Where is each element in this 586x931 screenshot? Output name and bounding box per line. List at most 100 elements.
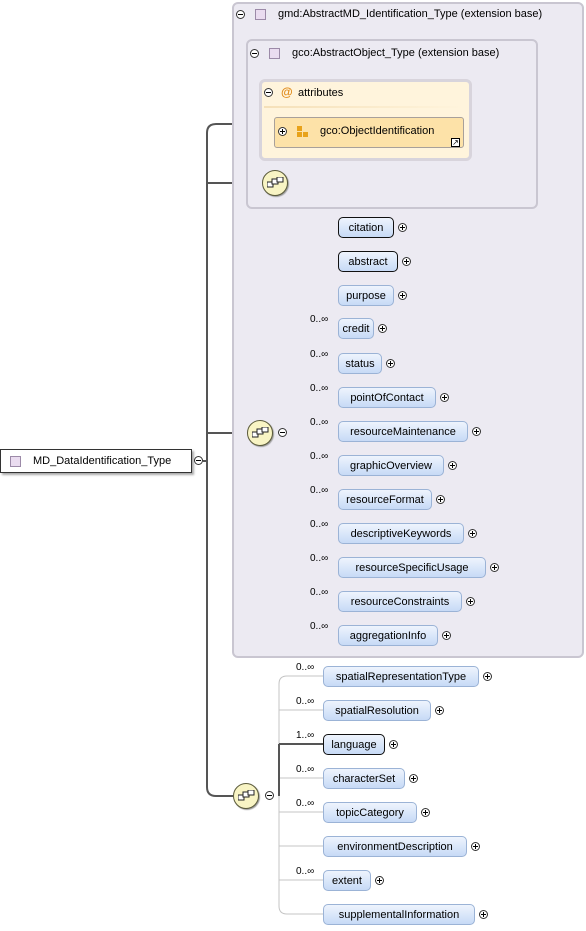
sequence-icon	[238, 790, 255, 801]
complex-type-icon	[269, 48, 280, 59]
expand-toggle-abstract[interactable]	[402, 257, 411, 266]
expand-toggle-credit[interactable]	[378, 324, 387, 333]
complex-type-icon	[255, 9, 266, 20]
element-label: graphicOverview	[350, 459, 432, 472]
element-spatialResolution[interactable]: spatialResolution	[323, 700, 431, 721]
attribute-at-icon: @	[281, 85, 293, 99]
collapse-toggle-attributes[interactable]	[264, 88, 273, 97]
element-label: spatialResolution	[335, 704, 419, 717]
element-descriptiveKeywords[interactable]: descriptiveKeywords	[338, 523, 464, 544]
expand-toggle-spatialResolution[interactable]	[435, 706, 444, 715]
element-label: resourceFormat	[346, 493, 424, 506]
element-resourceMaintenance[interactable]: resourceMaintenance	[338, 421, 468, 442]
sequence-compositor-identification[interactable]	[247, 420, 273, 446]
element-label: topicCategory	[336, 806, 404, 819]
element-label: status	[345, 357, 375, 370]
element-citation[interactable]: citation	[338, 217, 394, 238]
element-characterSet[interactable]: characterSet	[323, 768, 405, 789]
expand-toggle-characterSet[interactable]	[409, 774, 418, 783]
element-purpose[interactable]: purpose	[338, 285, 394, 306]
element-resourceConstraints[interactable]: resourceConstraints	[338, 591, 462, 612]
expand-toggle-purpose[interactable]	[398, 291, 407, 300]
collapse-toggle-object[interactable]	[250, 49, 259, 58]
attribute-item-label: gco:ObjectIdentification	[320, 125, 435, 137]
element-topicCategory[interactable]: topicCategory	[323, 802, 417, 823]
element-pointOfContact[interactable]: pointOfContact	[338, 387, 436, 408]
expand-toggle-aggregationInfo[interactable]	[442, 631, 451, 640]
attribute-object-identification[interactable]	[274, 117, 464, 148]
element-label: resourceConstraints	[350, 595, 450, 608]
element-label: aggregationInfo	[349, 629, 427, 642]
element-supplementalInformation[interactable]: supplementalInformation	[323, 904, 475, 925]
occurrence-label: 0..∞	[296, 662, 315, 673]
element-label: resourceSpecificUsage	[355, 561, 469, 574]
element-environmentDescription[interactable]: environmentDescription	[323, 836, 467, 857]
root-element[interactable]: MD_DataIdentification_Type	[0, 449, 192, 473]
extension-title-identification: gmd:AbstractMD_Identification_Type (exte…	[278, 8, 543, 20]
occurrence-label: 1..∞	[296, 730, 315, 741]
occurrence-label: 0..∞	[296, 798, 315, 809]
expand-toggle-resourceConstraints[interactable]	[466, 597, 475, 606]
element-language[interactable]: language	[323, 734, 385, 755]
element-aggregationInfo[interactable]: aggregationInfo	[338, 625, 438, 646]
element-label: resourceMaintenance	[350, 425, 456, 438]
element-extent[interactable]: extent	[323, 870, 371, 891]
element-label: language	[331, 738, 377, 751]
expand-toggle-language[interactable]	[389, 740, 398, 749]
occurrence-label: 0..∞	[310, 485, 329, 496]
element-label: supplementalInformation	[338, 908, 460, 921]
expand-toggle-resourceMaintenance[interactable]	[472, 427, 481, 436]
expand-toggle-topicCategory[interactable]	[421, 808, 430, 817]
collapse-toggle-sequence-data[interactable]	[265, 791, 274, 800]
expand-toggle-graphicOverview[interactable]	[448, 461, 457, 470]
element-status[interactable]: status	[338, 353, 382, 374]
element-label: pointOfContact	[350, 391, 424, 404]
element-spatialRepresentationType[interactable]: spatialRepresentationType	[323, 666, 479, 687]
sequence-icon	[267, 177, 284, 188]
element-label: extent	[332, 874, 362, 887]
sequence-compositor-object[interactable]	[262, 170, 288, 196]
branch-spatialRepresentationType	[278, 675, 323, 796]
root-element-label: MD_DataIdentification_Type	[33, 455, 172, 467]
element-credit[interactable]: credit	[338, 318, 374, 339]
expand-toggle-supplementalInformation[interactable]	[479, 910, 488, 919]
expand-toggle-status[interactable]	[386, 359, 395, 368]
occurrence-label: 0..∞	[310, 587, 329, 598]
element-resourceSpecificUsage[interactable]: resourceSpecificUsage	[338, 557, 486, 578]
element-graphicOverview[interactable]: graphicOverview	[338, 455, 444, 476]
occurrence-label: 0..∞	[296, 696, 315, 707]
sequence-icon	[252, 427, 269, 438]
occurrence-label: 0..∞	[310, 314, 329, 325]
attribute-group-icon	[297, 126, 308, 137]
occurrence-label: 0..∞	[296, 764, 315, 775]
expand-toggle-attribute[interactable]	[278, 127, 287, 136]
link-arrow-icon[interactable]: ↗	[451, 138, 460, 147]
expand-toggle-pointOfContact[interactable]	[440, 393, 449, 402]
occurrence-label: 0..∞	[296, 866, 315, 877]
extension-title-object: gco:AbstractObject_Type (extension base)	[292, 47, 500, 59]
collapse-toggle-sequence-identification[interactable]	[278, 428, 287, 437]
occurrence-label: 0..∞	[310, 553, 329, 564]
expand-toggle-environmentDescription[interactable]	[471, 842, 480, 851]
collapse-toggle-root[interactable]	[194, 456, 203, 465]
element-label: spatialRepresentationType	[335, 670, 467, 683]
element-label: purpose	[346, 289, 386, 302]
element-resourceFormat[interactable]: resourceFormat	[338, 489, 432, 510]
expand-toggle-resourceFormat[interactable]	[436, 495, 445, 504]
attributes-title: attributes	[298, 87, 344, 99]
occurrence-label: 0..∞	[310, 519, 329, 530]
branch-supplementalInformation	[278, 796, 323, 915]
collapse-toggle-identification[interactable]	[236, 10, 245, 19]
occurrence-label: 0..∞	[310, 621, 329, 632]
expand-toggle-extent[interactable]	[375, 876, 384, 885]
occurrence-label: 0..∞	[310, 349, 329, 360]
element-abstract[interactable]: abstract	[338, 251, 398, 272]
expand-toggle-resourceSpecificUsage[interactable]	[490, 563, 499, 572]
sequence-compositor-data[interactable]	[233, 783, 259, 809]
element-label: credit	[342, 322, 370, 335]
element-label: environmentDescription	[337, 840, 453, 853]
expand-toggle-descriptiveKeywords[interactable]	[468, 529, 477, 538]
expand-toggle-citation[interactable]	[398, 223, 407, 232]
expand-toggle-spatialRepresentationType[interactable]	[483, 672, 492, 681]
